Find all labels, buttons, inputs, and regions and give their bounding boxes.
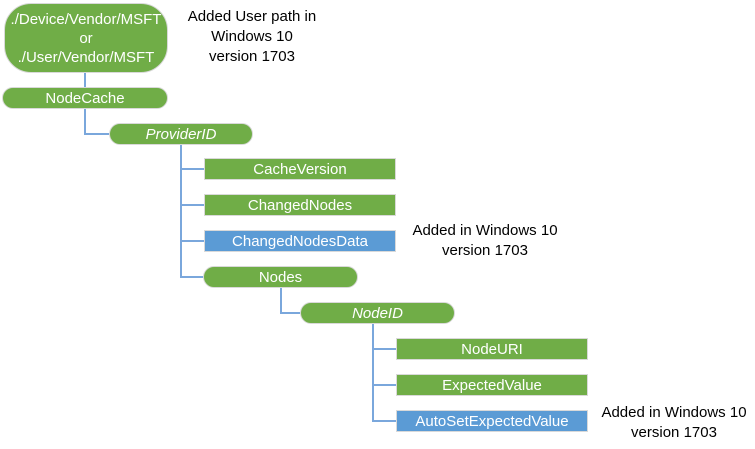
connector-providerid-spine (180, 145, 182, 278)
node-root-path: ./Device/Vendor/MSFT or ./User/Vendor/MS… (4, 3, 168, 73)
connector-nodes-nodeid-vertical (280, 288, 282, 314)
node-cacheversion: CacheVersion (204, 158, 396, 180)
connector-branch-cacheversion (180, 168, 205, 170)
connector-branch-changednodes (180, 204, 205, 206)
connector-nodeid-spine (372, 324, 374, 422)
node-nodeuri: NodeURI (396, 338, 588, 360)
connector-nodecache-providerid-horizontal (84, 133, 110, 135)
connector-nodecache-providerid-vertical (84, 109, 86, 135)
connector-branch-nodeuri (372, 348, 397, 350)
node-expectedvalue: ExpectedValue (396, 374, 588, 396)
annotation-changednodesdata-added: Added in Windows 10 version 1703 (412, 222, 558, 259)
node-autosetexpectedvalue: AutoSetExpectedValue (396, 410, 588, 432)
connector-branch-autosetexpectedvalue (372, 420, 397, 422)
annotation-user-path-added: Added User path in Windows 10 version 17… (187, 8, 317, 65)
node-providerid: ProviderID (109, 123, 253, 145)
node-changednodes: ChangedNodes (204, 194, 396, 216)
connector-root-nodecache (84, 73, 86, 88)
connector-nodes-nodeid-horizontal (280, 312, 301, 314)
connector-branch-nodes (180, 276, 204, 278)
annotation-autosetexpectedvalue-added: Added in Windows 10 version 1703 (601, 404, 747, 441)
connector-branch-expectedvalue (372, 384, 397, 386)
node-nodecache: NodeCache (2, 87, 168, 109)
connector-branch-changednodesdata (180, 240, 205, 242)
node-changednodesdata: ChangedNodesData (204, 230, 396, 252)
node-nodes: Nodes (203, 266, 358, 288)
node-nodeid: NodeID (300, 302, 455, 324)
